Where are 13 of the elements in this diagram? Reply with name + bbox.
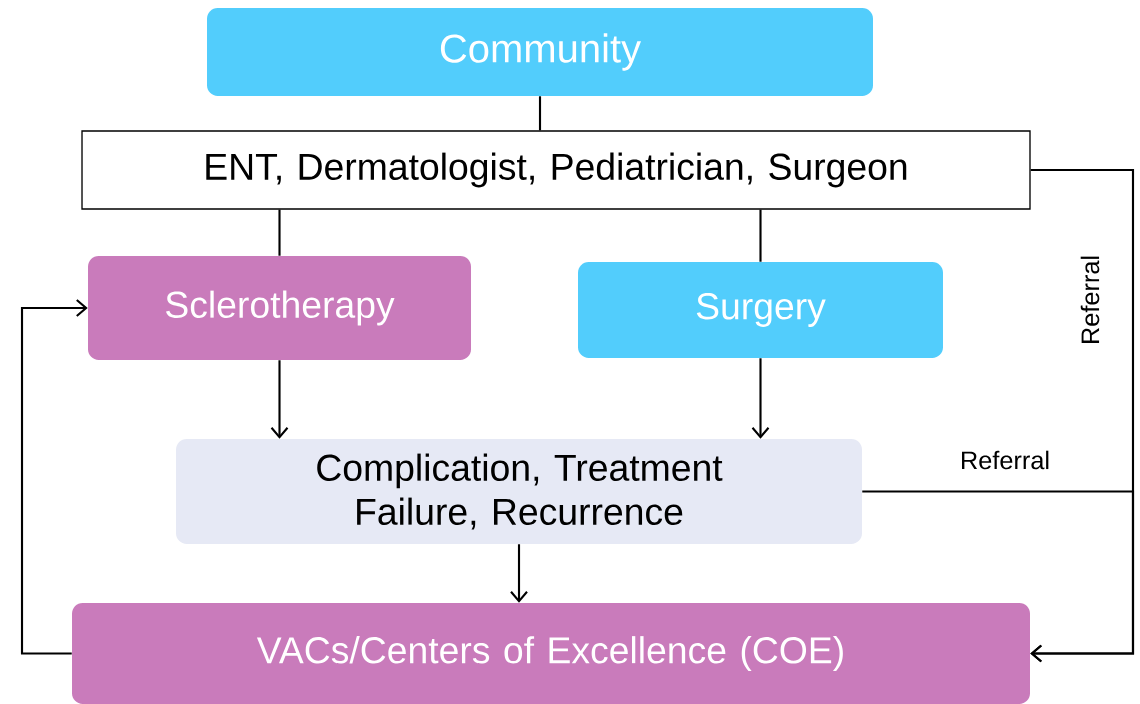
arrow: [20, 299, 88, 655]
arrow: [510, 544, 528, 603]
edge-label: Referral: [962, 450, 1049, 470]
arrow: [270, 360, 289, 439]
process-box: VACs/Centers of Excellence (COE): [72, 603, 1030, 704]
process-box: ENT, Dermatologist, Pediatrician, Surgeon: [81, 130, 1031, 210]
process-box: Complication, Treatment Failure, Recurrence: [176, 439, 862, 544]
arrow: [862, 490, 1135, 663]
process-box: Surgery: [578, 262, 943, 358]
process-box: Community: [207, 8, 873, 96]
arrow: [751, 358, 770, 439]
process-box: Sclerotherapy: [88, 256, 471, 360]
edge-label: Referral: [1080, 256, 1100, 343]
